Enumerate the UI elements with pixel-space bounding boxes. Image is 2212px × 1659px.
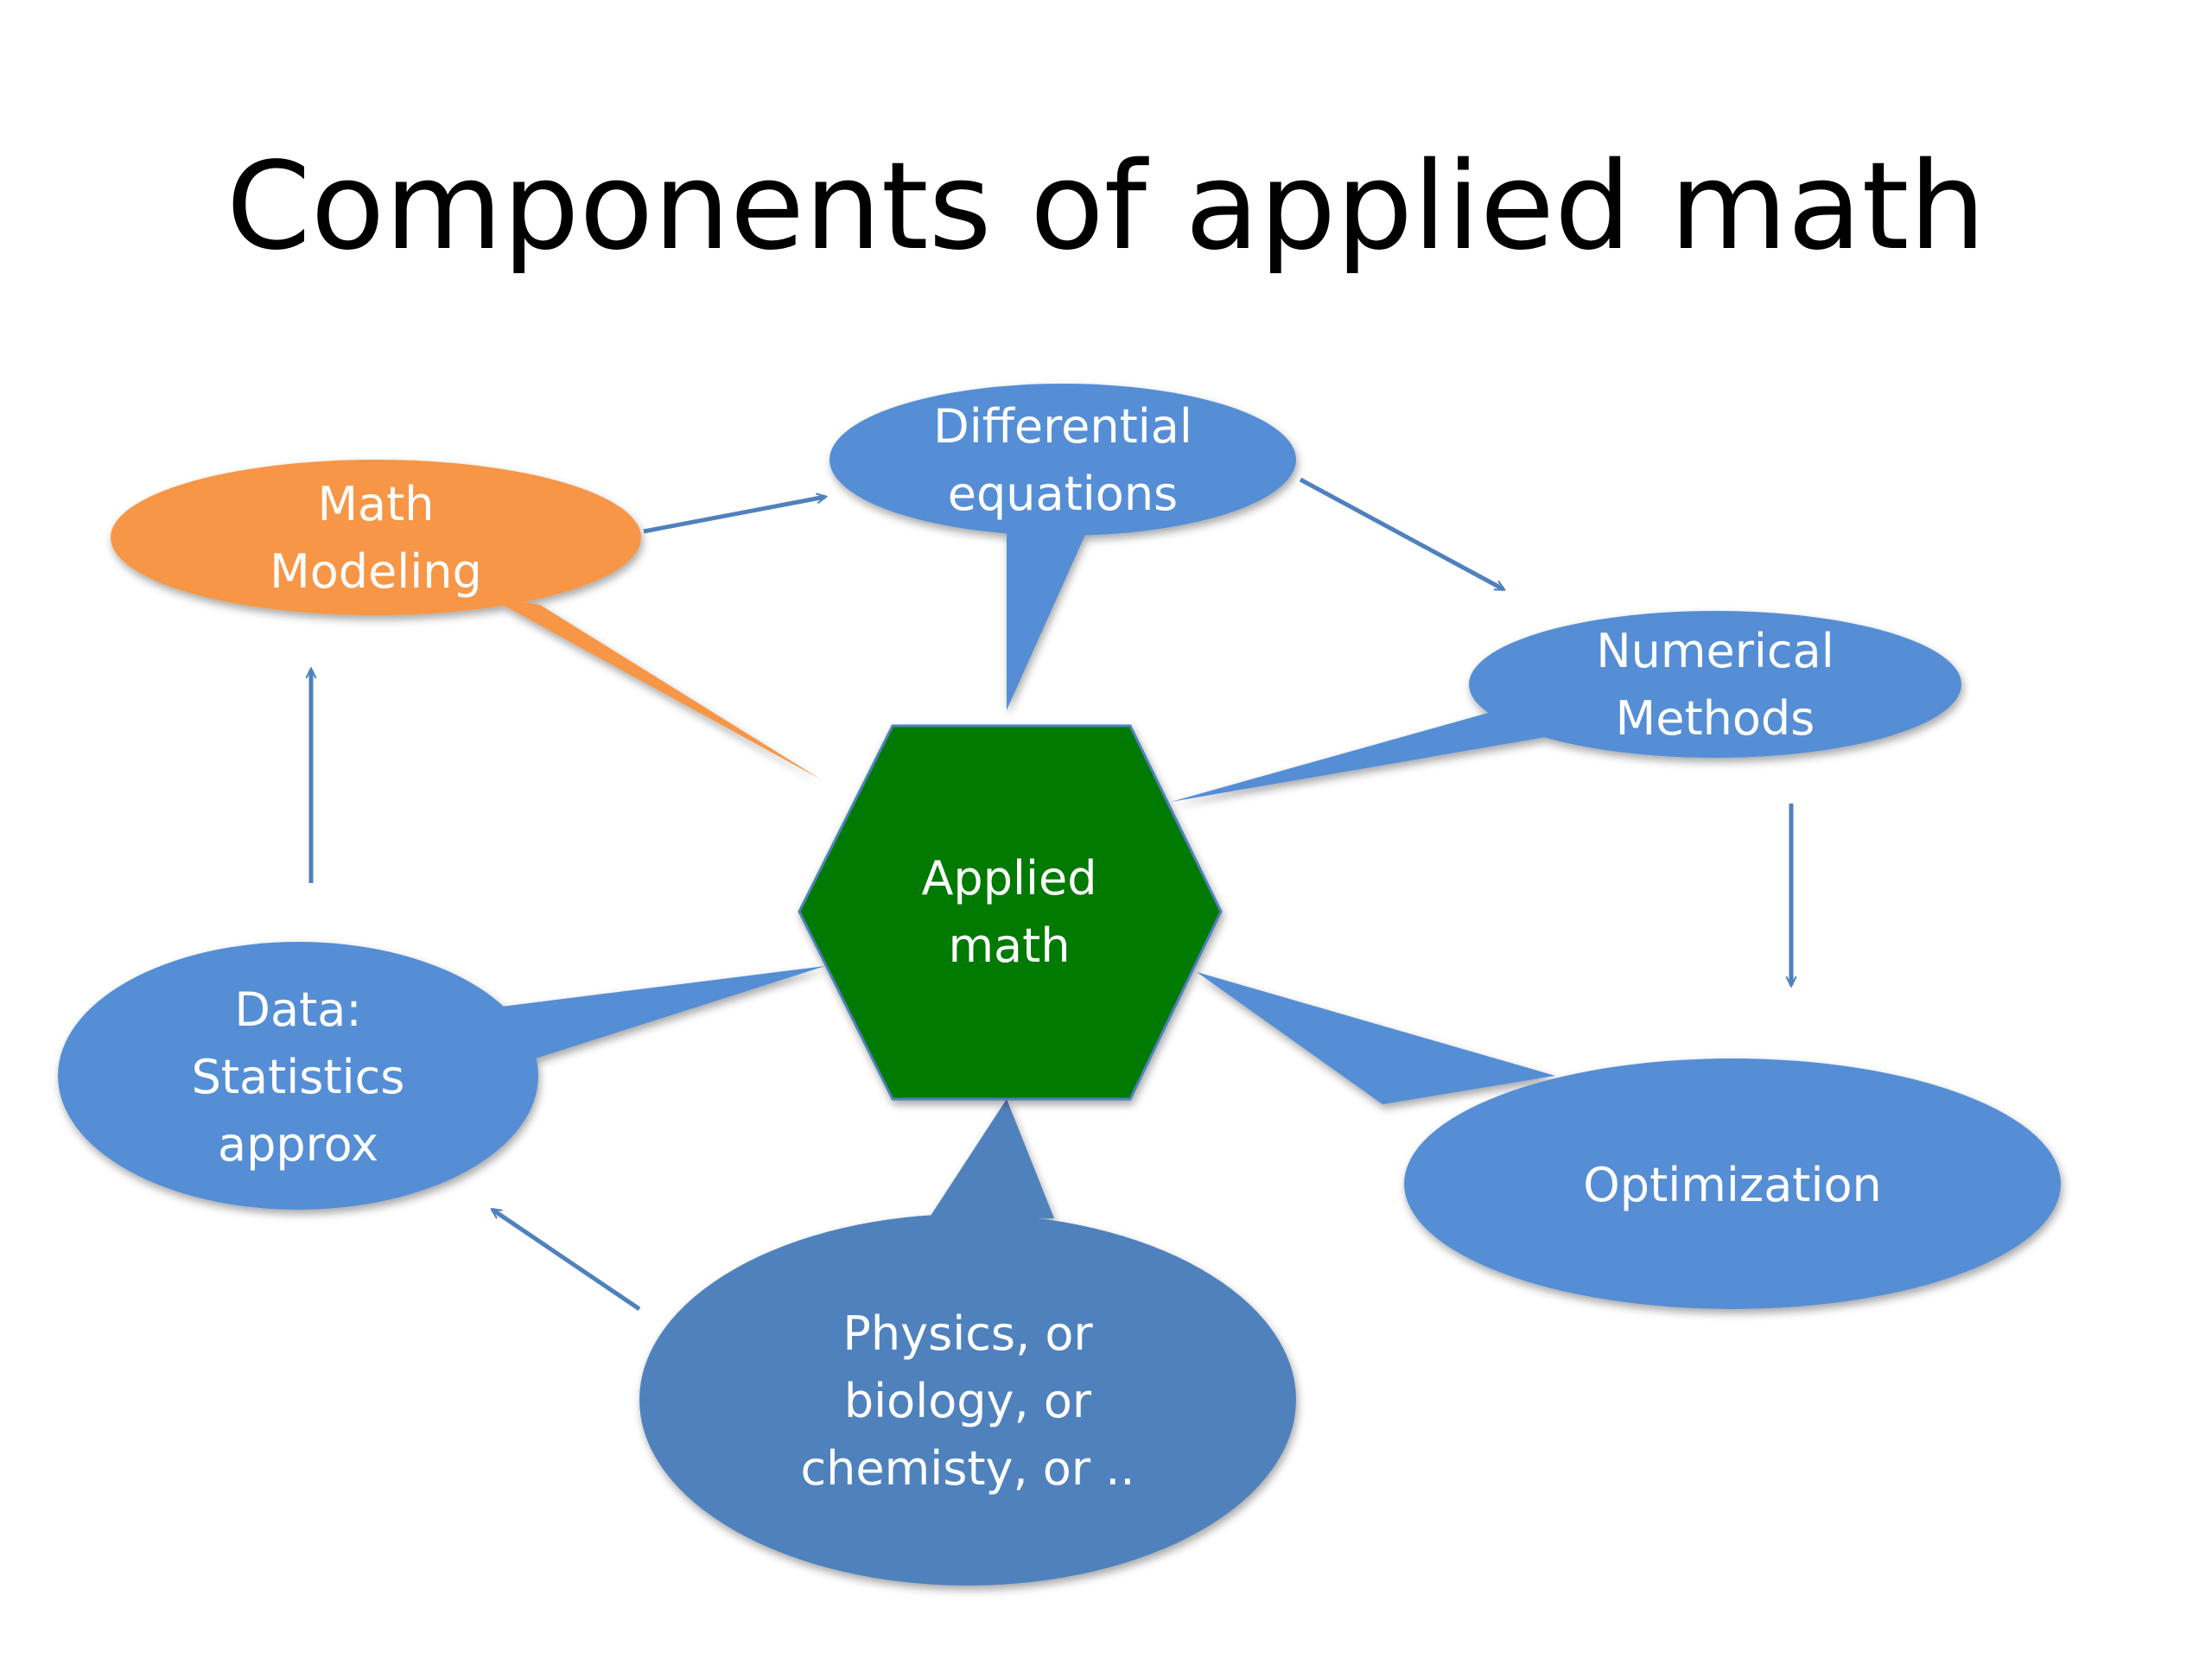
node-numerical-methods: Numerical Methods bbox=[1171, 611, 1961, 802]
differential-equations-line1: Differential bbox=[933, 399, 1192, 454]
slide-title: Components of applied math bbox=[226, 137, 1986, 277]
node-differential-equations: Differential equations bbox=[830, 384, 1296, 710]
numerical-methods-line2: Methods bbox=[1616, 691, 1815, 746]
arrow-physics-to-data bbox=[493, 1210, 641, 1312]
physics-line1: Physics, or bbox=[842, 1306, 1093, 1361]
optimization-label: Optimization bbox=[1583, 1158, 1881, 1212]
node-math-modeling: Math Modeling bbox=[111, 460, 821, 779]
differential-equations-line2: equations bbox=[948, 467, 1178, 521]
math-modeling-line1: Math bbox=[317, 477, 434, 531]
math-modeling-line2: Modeling bbox=[270, 544, 482, 599]
data-line1: Data: bbox=[234, 982, 361, 1037]
node-applied-math-center: Applied math bbox=[798, 724, 1223, 1101]
applied-math-line2: math bbox=[948, 918, 1070, 973]
physics-line2: biology, or bbox=[844, 1374, 1092, 1428]
node-physics: Physics, or biology, or chemisty, or .. bbox=[639, 1099, 1296, 1586]
arrow-modeling-to-differential bbox=[643, 497, 825, 534]
data-line2: Statistics bbox=[192, 1050, 405, 1104]
numerical-methods-line1: Numerical bbox=[1596, 624, 1834, 678]
node-optimization: Optimization bbox=[1197, 972, 2061, 1309]
arrow-differential-to-numerical bbox=[1299, 477, 1503, 592]
physics-line3: chemisty, or .. bbox=[800, 1441, 1135, 1496]
applied-math-line1: Applied bbox=[921, 851, 1096, 906]
node-data-statistics: Data: Statistics approx bbox=[58, 942, 825, 1210]
data-line3: approx bbox=[218, 1117, 378, 1172]
flow-arrows bbox=[311, 477, 1791, 1312]
